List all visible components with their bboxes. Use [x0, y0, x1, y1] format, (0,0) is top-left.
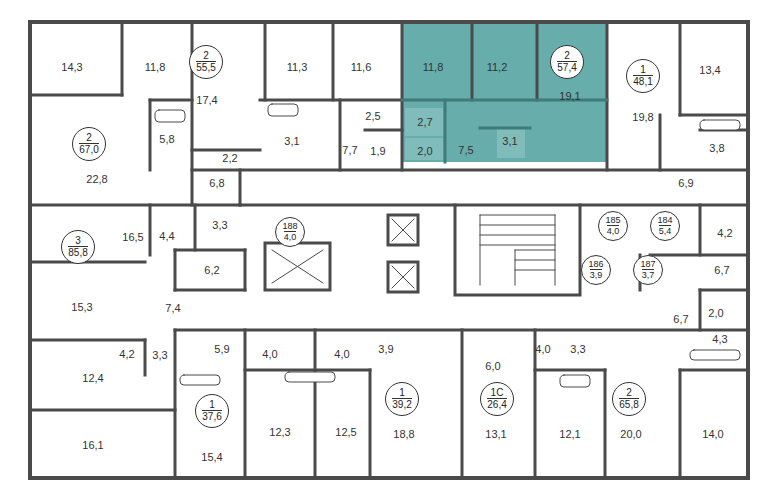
room-area: 6,8	[209, 178, 224, 189]
apartment-badge: 1873,7	[633, 255, 663, 285]
room-area: 14,3	[61, 62, 82, 73]
room-area: 3,9	[378, 344, 393, 355]
room-area: 3,1	[284, 136, 299, 147]
apartment-area: 67,0	[79, 143, 98, 156]
room-count: 184	[657, 216, 672, 225]
room-area: 11,8	[423, 62, 444, 73]
room-area: 19,1	[559, 91, 580, 102]
room-area: 11,2	[487, 62, 508, 73]
apartment-badge: 1884,0	[275, 217, 305, 247]
room-count: 1	[209, 400, 215, 411]
apartment-badge: 1845,4	[650, 211, 680, 241]
apartment-area: 3,9	[590, 269, 603, 280]
apartment-badge: 137,6	[195, 394, 229, 428]
room-count: 2	[626, 388, 632, 399]
room-area: 13,4	[699, 65, 720, 76]
apartment-badge: 1854,0	[598, 211, 628, 241]
apartment-badge: 1863,9	[581, 255, 611, 285]
room-area: 7,5	[458, 145, 473, 156]
room-area: 4,0	[334, 349, 349, 360]
room-count: 1	[399, 388, 405, 399]
room-area: 20,0	[620, 429, 641, 440]
apartment-badge: 265,8	[612, 382, 646, 416]
apartment-area: 48,1	[633, 75, 652, 88]
room-count: 1С	[491, 388, 504, 399]
room-area: 2,2	[222, 153, 237, 164]
room-area: 4,2	[717, 228, 732, 239]
room-area: 4,0	[535, 344, 550, 355]
apartment-area: 3,7	[642, 269, 655, 280]
room-count: 188	[282, 222, 297, 231]
room-count: 186	[588, 260, 603, 269]
room-area: 11,8	[145, 62, 166, 73]
room-area: 5,9	[214, 344, 229, 355]
room-area: 5,8	[159, 134, 174, 145]
apartment-area: 85,8	[68, 246, 87, 259]
room-area: 2,7	[417, 117, 432, 128]
room-count: 1	[640, 65, 646, 76]
room-count: 3	[75, 236, 81, 247]
apartment-badge: 385,8	[61, 230, 95, 264]
room-area: 6,0	[485, 361, 500, 372]
apartment-area: 39,2	[392, 398, 411, 411]
room-area: 4,4	[159, 231, 174, 242]
apartment-badge: 1С26,4	[480, 382, 514, 416]
apartment-badge: 267,0	[72, 127, 106, 161]
apartment-area: 4,0	[607, 225, 620, 236]
room-area: 1,9	[370, 146, 385, 157]
room-area: 12,1	[559, 429, 580, 440]
room-area: 19,8	[632, 112, 653, 123]
room-area: 12,5	[335, 427, 356, 438]
room-area: 6,2	[204, 265, 219, 276]
room-area: 3,3	[212, 220, 227, 231]
room-area: 12,4	[82, 373, 103, 384]
room-area: 15,3	[71, 302, 92, 313]
room-area: 7,4	[165, 303, 180, 314]
room-area: 12,3	[269, 427, 290, 438]
room-count: 185	[605, 216, 620, 225]
room-area: 2,5	[365, 111, 380, 122]
room-count: 2	[564, 51, 570, 62]
room-area: 16,5	[122, 232, 143, 243]
room-area: 16,1	[82, 440, 103, 451]
room-area: 4,2	[119, 349, 134, 360]
room-area: 6,7	[714, 265, 729, 276]
room-area: 4,3	[712, 334, 727, 345]
apartment-badge: 257,4	[550, 45, 584, 79]
apartment-badge: 139,2	[385, 382, 419, 416]
room-area: 11,3	[287, 62, 308, 73]
room-area: 3,3	[570, 344, 585, 355]
apartment-area: 57,4	[557, 61, 576, 74]
room-count: 2	[203, 51, 209, 62]
room-area: 7,7	[342, 145, 357, 156]
room-area: 22,8	[86, 174, 107, 185]
apartment-area: 26,4	[487, 398, 506, 411]
room-area: 6,9	[678, 178, 693, 189]
room-area: 17,4	[196, 95, 217, 106]
room-area: 3,8	[709, 143, 724, 154]
room-area: 2,0	[417, 146, 432, 157]
room-area: 13,1	[485, 429, 506, 440]
room-area: 4,0	[262, 349, 277, 360]
apartment-badge: 148,1	[626, 59, 660, 93]
room-area: 2,0	[708, 308, 723, 319]
room-area: 18,8	[393, 429, 414, 440]
room-count: 2	[86, 133, 92, 144]
apartment-badge: 255,5	[189, 45, 223, 79]
room-area: 15,4	[201, 452, 222, 463]
room-area: 14,0	[702, 429, 723, 440]
room-area: 6,7	[673, 314, 688, 325]
room-count: 187	[640, 260, 655, 269]
room-area: 3,3	[152, 350, 167, 361]
room-area: 11,6	[351, 62, 372, 73]
room-area: 3,1	[502, 136, 517, 147]
apartment-area: 65,8	[619, 398, 638, 411]
apartment-area: 55,5	[196, 61, 215, 74]
apartment-area: 5,4	[659, 225, 672, 236]
apartment-area: 4,0	[284, 231, 297, 242]
apartment-area: 37,6	[202, 410, 221, 423]
